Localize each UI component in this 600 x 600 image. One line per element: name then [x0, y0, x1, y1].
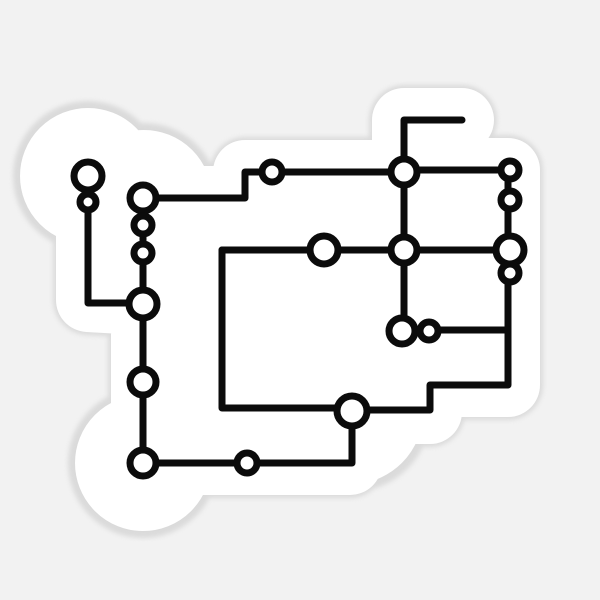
- node-bottom-left: [126, 446, 160, 480]
- node-left-lower: [126, 365, 160, 399]
- node-right-second: [497, 187, 523, 213]
- node-middle-left: [306, 232, 342, 268]
- node-right-lower: [497, 260, 523, 286]
- node-top-line: [258, 158, 286, 186]
- node-inner-left: [385, 314, 419, 348]
- node-inner-right: [416, 318, 442, 344]
- node-left-third: [130, 240, 156, 266]
- node-left-junction: [125, 286, 161, 322]
- node-top-junction: [387, 155, 421, 189]
- node-top-left-small: [76, 190, 100, 214]
- node-bottom-junction: [333, 392, 371, 430]
- node-middle-center: [387, 233, 421, 267]
- node-left-top: [126, 181, 160, 215]
- node-bottom-middle: [233, 449, 261, 477]
- node-top-left-large: [70, 158, 106, 194]
- node-top-right: [497, 157, 523, 183]
- node-left-second: [130, 212, 156, 238]
- circuit-nodes: [70, 155, 528, 480]
- node-middle-right: [492, 232, 528, 268]
